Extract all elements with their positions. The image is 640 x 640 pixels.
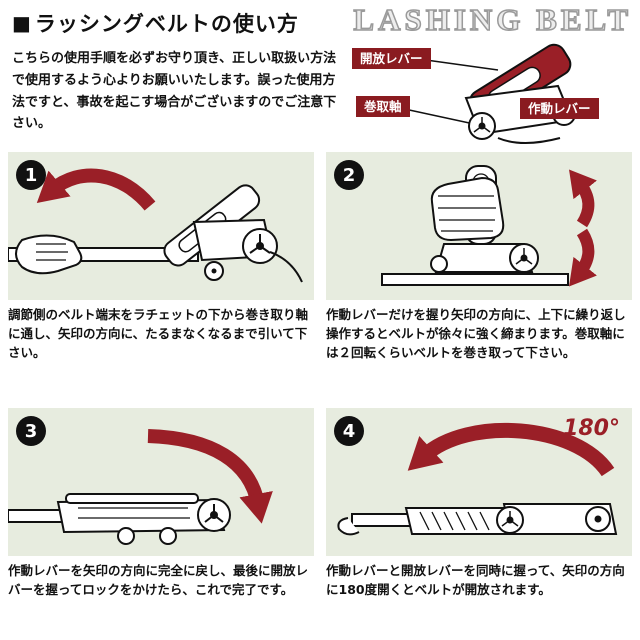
label-operating-lever: 作動レバー: [520, 98, 599, 119]
step-2-illustration: 2: [326, 152, 632, 300]
step-3-caption: 作動レバーを矢印の方向に完全に戻し、最後に開放レバーを握ってロックをかけたら、こ…: [8, 563, 309, 597]
title-square-icon: ■: [12, 11, 31, 35]
intro-text: こちらの使用手順を必ずお守り頂き、正しい取扱い方法で使用するよう心よりお願いいた…: [12, 51, 337, 132]
page-title: ラッシングベルトの使い方: [34, 12, 299, 36]
step-2-number-badge: 2: [334, 160, 364, 190]
step-3-number-badge: 3: [16, 416, 46, 446]
label-winding-shaft: 巻取軸: [356, 96, 410, 117]
step-2: 2: [326, 152, 632, 374]
ratchet-overview-drawing: [399, 43, 576, 144]
step-4-drawing: [337, 422, 618, 536]
steps-grid: 1: [8, 152, 632, 630]
step-2-caption: 作動レバーだけを握り矢印の方向に、上下に繰り返し操作するとベルトが徐々に強く締ま…: [326, 307, 626, 360]
ratchet-overview-diagram: 開放レバー 巻取軸 作動レバー: [348, 28, 640, 150]
step-3: 3: [8, 408, 314, 630]
step-1-drawing: [8, 168, 303, 283]
label-release-lever: 開放レバー: [352, 48, 431, 69]
step-1: 1: [8, 152, 314, 374]
step-3-drawing: [8, 429, 273, 545]
step-4-caption: 作動レバーと開放レバーを同時に握って、矢印の方向に180度開くとベルトが開放され…: [326, 563, 625, 597]
degree-label: 180°: [563, 416, 620, 441]
step-1-number-badge: 1: [16, 160, 46, 190]
step-1-caption: 調節側のベルト端末をラチェットの下から巻き取り軸に通し、矢印の方向に、たるまなく…: [8, 307, 309, 360]
step-2-drawing: [381, 165, 597, 287]
step-4-number-badge: 4: [334, 416, 364, 446]
step-4-illustration: 4 180°: [326, 408, 632, 556]
step-4: 4 180°: [326, 408, 632, 630]
step-1-illustration: 1: [8, 152, 314, 300]
step-3-illustration: 3: [8, 408, 314, 556]
header: ■ ラッシングベルトの使い方 LASHING BELT こちらの使用手順を必ずお…: [0, 0, 640, 150]
title-row: ■ ラッシングベルトの使い方: [12, 8, 299, 38]
watermark-lashing-belt: LASHING BELT: [353, 1, 632, 38]
